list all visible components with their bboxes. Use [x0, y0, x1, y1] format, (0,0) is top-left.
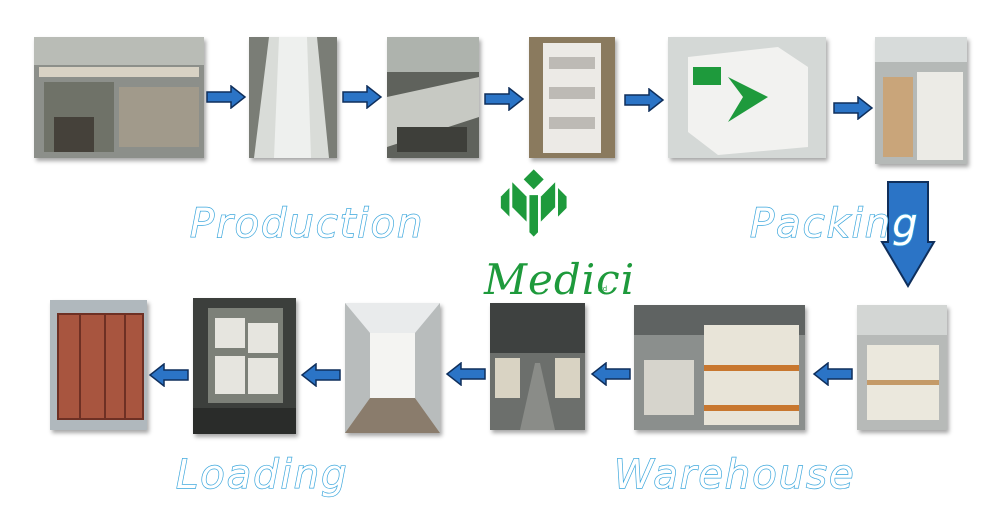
arrow-left-3 [445, 362, 486, 386]
photo-container-loaded [193, 298, 296, 434]
label-packing: Packing [749, 200, 920, 247]
photo-container-closed [50, 300, 147, 430]
photo-tiles-sorting [529, 37, 615, 158]
photo-conveyor [387, 37, 479, 158]
arrow-left-5 [148, 363, 189, 387]
brand-suffix: ltd [598, 285, 608, 293]
photo-production-line [34, 37, 204, 158]
arrow-right-5 [833, 96, 874, 120]
medici-logo-icon [500, 169, 567, 237]
arrow-right-1 [206, 85, 247, 109]
photo-warehouse-pallets [857, 305, 947, 430]
photo-glazing-line [249, 37, 337, 158]
brand-name: Medici [484, 255, 636, 304]
label-production: Production [189, 200, 425, 247]
arrow-down [880, 181, 936, 288]
photo-stacked-pallets [875, 37, 967, 164]
arrow-right-2 [342, 85, 383, 109]
arrow-right-3 [484, 87, 525, 111]
arrow-right-4 [624, 88, 665, 112]
photo-warehouse-stock [634, 305, 805, 430]
arrow-left-2 [590, 362, 631, 386]
photo-carton-box [668, 37, 826, 158]
arrow-left-4 [300, 363, 341, 387]
label-warehouse: Warehouse [613, 451, 856, 498]
photo-container-empty [345, 303, 440, 433]
label-loading: Loading [175, 451, 349, 498]
photo-warehouse-aisle [490, 303, 585, 430]
arrow-left-1 [812, 362, 853, 386]
